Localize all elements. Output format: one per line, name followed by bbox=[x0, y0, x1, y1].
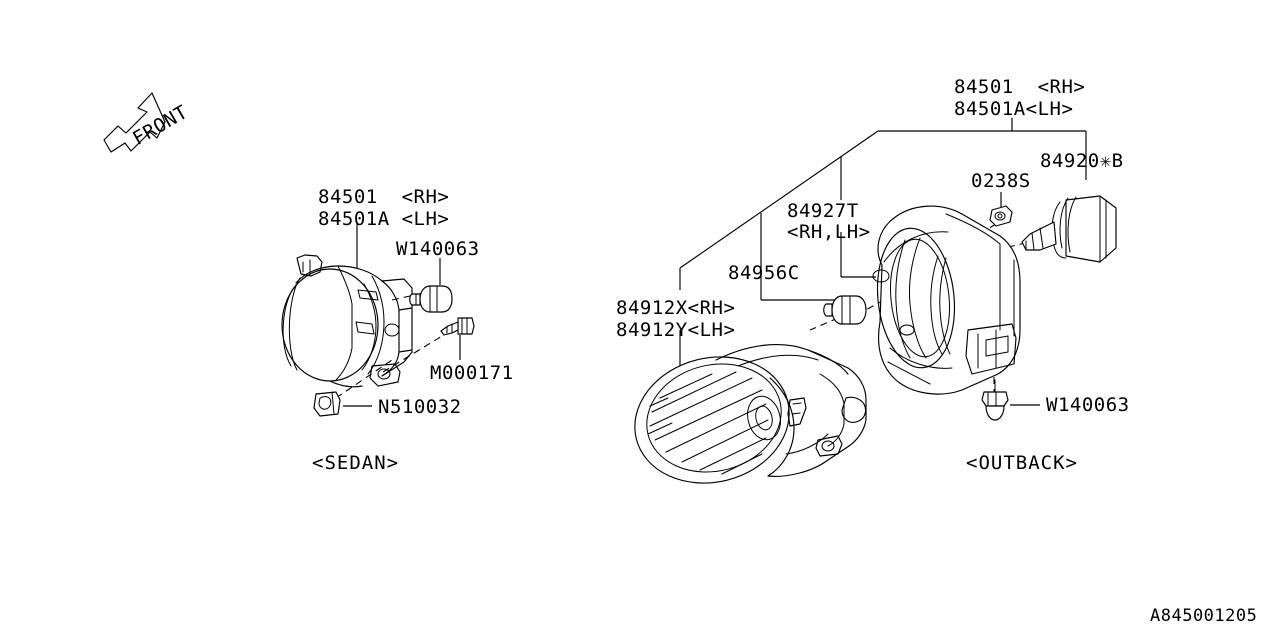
label-outback-nut-0238s: 0238S bbox=[971, 170, 1031, 192]
label-outback-cover-84927t: 84927T bbox=[787, 200, 859, 222]
outback-bulb-84920b bbox=[1021, 195, 1117, 263]
sedan-clamp-n510032 bbox=[313, 391, 341, 417]
caption-sedan: <SEDAN> bbox=[312, 452, 400, 474]
sedan-screw-m000171 bbox=[440, 317, 475, 336]
label-outback-socket-84956c: 84956C bbox=[728, 262, 800, 284]
label-outback-bulb-84920b: 84920✳B bbox=[1040, 150, 1124, 172]
sedan-clip-w140063 bbox=[409, 285, 453, 313]
outback-nut-0238s bbox=[989, 205, 1013, 227]
label-outback-fog-rh: 84912X<RH> bbox=[616, 297, 736, 319]
label-outback-clip-w140063: W140063 bbox=[1046, 394, 1130, 416]
drawing-number: A845001205 bbox=[1150, 606, 1258, 626]
label-sedan-lamp-rh: 84501 <RH> bbox=[318, 186, 450, 208]
front-arrow-icon bbox=[103, 92, 166, 153]
outback-clip-w140063 bbox=[981, 379, 1009, 421]
label-sedan-clip-w140063: W140063 bbox=[396, 238, 480, 260]
label-outback-lamp-lh: 84501A<LH> bbox=[954, 98, 1074, 120]
label-outback-lamp-rh: 84501 <RH> bbox=[954, 76, 1086, 98]
label-sedan-clamp-n510032: N510032 bbox=[378, 396, 462, 418]
label-outback-cover-sides: <RH,LH> bbox=[787, 221, 871, 243]
lens-hatching bbox=[649, 371, 769, 475]
label-sedan-screw-m000171: M000171 bbox=[430, 362, 514, 384]
sedan-fog-lamp-assembly bbox=[281, 254, 413, 388]
outback-cover-84927t bbox=[872, 205, 1021, 395]
label-sedan-lamp-lh: 84501A <LH> bbox=[318, 208, 450, 230]
outback-socket-84956c bbox=[823, 295, 867, 325]
label-outback-fog-lh: 84912Y<LH> bbox=[616, 319, 736, 341]
outback-fog-lamp-84912 bbox=[634, 344, 867, 484]
caption-outback: <OUTBACK> bbox=[966, 452, 1078, 474]
